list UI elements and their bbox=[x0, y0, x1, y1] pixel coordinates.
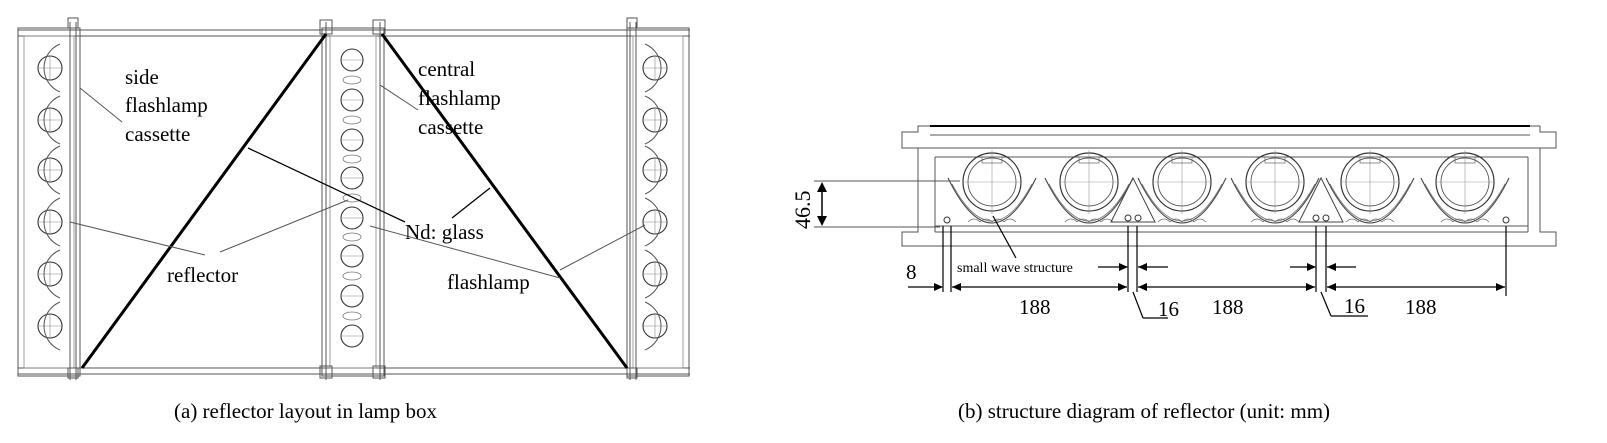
bolt bbox=[1312, 214, 1320, 222]
reflector-arc bbox=[644, 43, 662, 93]
label-central-cassette: cassette bbox=[418, 115, 483, 139]
reflector-trough-inner bbox=[1329, 183, 1411, 222]
reflector-arc bbox=[43, 145, 61, 195]
lamp-clip bbox=[1359, 156, 1381, 164]
labels-b: 46.5 small wave structure 8 188 16 188 1… bbox=[790, 191, 1437, 322]
reflector-trough-inner bbox=[951, 183, 1033, 222]
reflector-trough-5 bbox=[1325, 177, 1415, 224]
label-nd-glass: Nd: glass bbox=[405, 220, 484, 244]
leader-lines-a bbox=[69, 84, 646, 279]
label-side: side bbox=[125, 65, 159, 89]
labels-a: side flashlamp cassette central flashlam… bbox=[125, 57, 530, 294]
lamp-box-drawing bbox=[17, 17, 690, 380]
small-wave bbox=[1476, 218, 1490, 223]
dim-16-b-label: 16 bbox=[1344, 294, 1365, 318]
label-reflector: reflector bbox=[167, 263, 238, 287]
bolt bbox=[1134, 214, 1142, 222]
reflector-arc bbox=[644, 95, 662, 145]
dim-188-c-label: 188 bbox=[1405, 295, 1437, 319]
reflector-arc bbox=[644, 145, 662, 195]
center-ridge-2 bbox=[1298, 176, 1344, 223]
reflector-arc bbox=[43, 301, 61, 351]
bolt bbox=[943, 216, 951, 224]
reflector-arc bbox=[43, 95, 61, 145]
small-wave bbox=[991, 218, 1005, 223]
small-wave bbox=[1076, 218, 1090, 223]
reflector-lens bbox=[342, 75, 362, 85]
lamp-clip bbox=[1454, 156, 1476, 164]
small-wave bbox=[1064, 218, 1078, 223]
reflector-lens bbox=[342, 115, 362, 125]
small-wave bbox=[979, 218, 993, 223]
bolt bbox=[1124, 214, 1132, 222]
lamp-clip bbox=[981, 156, 1003, 164]
reflector-lens bbox=[342, 193, 362, 203]
reflector-arc bbox=[644, 249, 662, 299]
label-flashlamp: flashlamp bbox=[447, 270, 530, 294]
reflector-trough-inner bbox=[1048, 183, 1130, 222]
dimension-lines-b bbox=[814, 180, 1507, 319]
small-wave bbox=[1250, 218, 1264, 223]
small-wave bbox=[1464, 218, 1478, 223]
reflector-lens bbox=[342, 271, 362, 281]
lamp-clip bbox=[1078, 156, 1100, 164]
small-wave bbox=[1274, 218, 1288, 223]
reflector-arc bbox=[43, 43, 61, 93]
reflector-lens bbox=[342, 311, 362, 321]
dim-188-a-label: 188 bbox=[1019, 295, 1051, 319]
dim-188-b-label: 188 bbox=[1212, 295, 1244, 319]
reflector-arc bbox=[644, 301, 662, 351]
reflector-trough-inner bbox=[1141, 183, 1223, 222]
reflector-arc bbox=[43, 249, 61, 299]
reflector-trough-inner bbox=[1234, 183, 1316, 222]
caption-b: (b) structure diagram of reflector (unit… bbox=[958, 399, 1330, 423]
reflector-trough-2 bbox=[1044, 177, 1134, 224]
lamp-clip bbox=[1264, 156, 1286, 164]
reflector-trough-inner bbox=[1424, 183, 1506, 222]
small-wave bbox=[1193, 218, 1207, 223]
label-central-flashlamp: flashlamp bbox=[418, 86, 501, 110]
small-wave bbox=[1157, 218, 1171, 223]
label-central: central bbox=[418, 57, 475, 81]
bolt bbox=[1502, 216, 1510, 224]
label-side-flashlamp: flashlamp bbox=[125, 93, 208, 117]
small-wave bbox=[1169, 218, 1183, 223]
small-wave bbox=[1286, 218, 1300, 223]
small-wave bbox=[967, 218, 981, 223]
flashlamp-array-a bbox=[37, 43, 668, 351]
small-wave bbox=[1440, 218, 1454, 223]
caption-a: (a) reflector layout in lamp box bbox=[174, 399, 437, 423]
dim-height-label: 46.5 bbox=[790, 191, 815, 230]
small-wave-label: small wave structure bbox=[957, 261, 1073, 276]
dim-8-label: 8 bbox=[906, 260, 917, 284]
small-wave bbox=[1088, 218, 1102, 223]
small-wave bbox=[1452, 218, 1466, 223]
small-wave bbox=[1262, 218, 1276, 223]
small-wave bbox=[1357, 218, 1371, 223]
reflector-structure-drawing bbox=[901, 125, 1557, 247]
reflector-trough-4 bbox=[1230, 177, 1320, 224]
dim-16-a-label: 16 bbox=[1158, 297, 1179, 321]
flashlamp-array-b bbox=[943, 150, 1510, 224]
reflector-arc bbox=[644, 197, 662, 247]
reflector-arc bbox=[43, 197, 61, 247]
reflector-lens bbox=[342, 154, 362, 164]
small-wave bbox=[1369, 218, 1383, 223]
lamp-clip bbox=[1171, 156, 1193, 164]
small-wave bbox=[1181, 218, 1195, 223]
reflector-lens bbox=[342, 232, 362, 242]
reflector-trough-1 bbox=[947, 177, 1037, 224]
bolt bbox=[1322, 214, 1330, 222]
center-ridge-1 bbox=[1110, 176, 1156, 223]
small-wave bbox=[1345, 218, 1359, 223]
small-wave bbox=[1381, 218, 1395, 223]
reflector-trough-3 bbox=[1137, 177, 1227, 224]
small-wave bbox=[1003, 218, 1017, 223]
reflector-trough-6 bbox=[1420, 177, 1510, 224]
label-side-cassette: cassette bbox=[125, 122, 190, 146]
